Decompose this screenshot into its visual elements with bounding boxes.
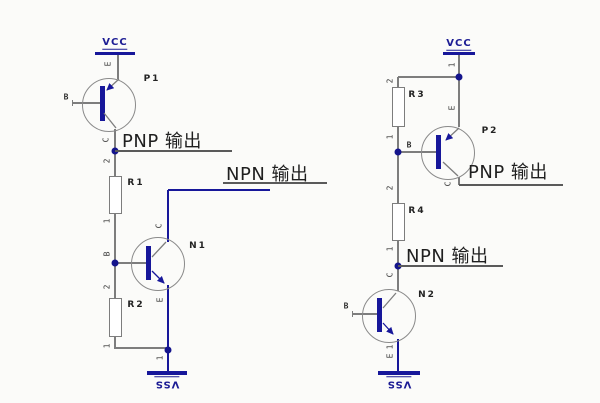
n2-ref-label: N2 xyxy=(418,290,436,300)
npn-output-underline-left xyxy=(223,182,327,184)
n1-transistor-body xyxy=(131,237,185,291)
n1-pin-e-label: E xyxy=(155,297,165,303)
pnp-output-label-right: PNP 输出 xyxy=(468,162,548,183)
n1-pin-c-label: C xyxy=(154,223,164,229)
r3-pin-top-label: 2 xyxy=(385,78,395,84)
vcc-pin-label-right: 1 xyxy=(447,62,457,68)
p2-transistor-body xyxy=(421,126,475,180)
pnp-output-underline-right xyxy=(459,184,563,186)
p2-pin-b-label: B xyxy=(406,140,412,150)
p2-base-bar xyxy=(436,135,441,169)
npn-output-underline-right xyxy=(398,265,503,267)
vss-rail-bar-left xyxy=(147,371,187,375)
vcc-rail-bar-right xyxy=(443,52,475,55)
n2-pin-e-label: E xyxy=(385,353,395,359)
r3-ref-label: R3 xyxy=(408,90,426,100)
wire-vcc-to-p1e-left xyxy=(117,55,119,79)
wire-p2-base xyxy=(398,151,436,153)
wire-p2-collector-stub xyxy=(458,177,460,185)
junction-vcc-right xyxy=(455,73,463,81)
wire-npn-output-left xyxy=(168,189,270,191)
p1-base-bar xyxy=(100,86,105,121)
wire-bottom-left xyxy=(115,347,168,349)
vcc-label-right: VCC xyxy=(446,37,472,51)
p2-ref-label: P2 xyxy=(481,126,499,136)
n2-pin-e-num-label: 1 xyxy=(385,344,395,350)
pnp-output-underline-left xyxy=(115,150,232,152)
p2-pin-e-label: E xyxy=(447,105,457,111)
vss-label-left: VSS xyxy=(154,376,180,390)
n1-base-bar xyxy=(146,246,151,280)
vcc-rail-bar-left xyxy=(95,52,135,55)
n1-pin-b-label: B xyxy=(102,251,112,257)
wire-n1-base xyxy=(115,262,146,264)
p2-pin-c-label: C xyxy=(443,181,453,187)
p1-transistor-body xyxy=(82,78,136,132)
r3-pin-bottom-label: 1 xyxy=(385,134,395,140)
p1-ref-label: P1 xyxy=(143,74,161,84)
r4-pin-top-label: 2 xyxy=(385,185,395,191)
wire-n2-emitter xyxy=(397,339,399,371)
r1-resistor-body xyxy=(108,176,122,214)
vcc-label-left: VCC xyxy=(102,36,128,50)
r3-resistor-body xyxy=(391,87,405,127)
npn-output-label-left: NPN 输出 xyxy=(226,164,309,185)
wire-main-right xyxy=(397,77,399,291)
n2-pin-b-label: B xyxy=(343,301,349,311)
r4-ref-label: R4 xyxy=(408,206,426,216)
r2-ref-label: R2 xyxy=(127,300,145,310)
pnp-output-label-left: PNP 输出 xyxy=(122,131,202,152)
wire-vcc-branch-right xyxy=(398,76,459,78)
wire-n1-collector xyxy=(167,190,169,242)
p1-pin-c-label: C xyxy=(101,137,111,143)
junction-n1-base xyxy=(111,259,119,267)
junction-p2-base xyxy=(394,148,402,156)
r4-pin-bottom-label: 1 xyxy=(385,246,395,252)
n2-pin-c-label: C xyxy=(385,272,395,278)
r2-pin-top-label: 2 xyxy=(102,284,112,290)
r1-ref-label: R1 xyxy=(127,178,145,188)
n2-base-bar xyxy=(377,298,382,332)
wire-gnd-stub-left xyxy=(167,350,169,371)
p1-pin-b-label: B xyxy=(63,92,69,102)
wire-main-left xyxy=(114,129,116,349)
vss-label-right: VSS xyxy=(386,376,412,390)
vss-rail-bar-right xyxy=(378,371,420,375)
p1-pin-e-label: E xyxy=(103,61,113,67)
n2-transistor-body xyxy=(362,289,416,343)
npn-output-label-right: NPN 输出 xyxy=(406,246,489,267)
n1-ref-label: N1 xyxy=(189,241,207,251)
gnd-pin-label-left: 1 xyxy=(155,355,165,361)
wire-n1-emitter xyxy=(167,285,169,351)
wire-vcc-to-p2e-right xyxy=(458,55,460,127)
r4-resistor-body xyxy=(391,203,405,241)
r1-pin-bottom-label: 1 xyxy=(102,218,112,224)
junction-gnd-left xyxy=(164,346,172,354)
r2-resistor-body xyxy=(108,298,122,337)
r2-pin-bottom-label: 1 xyxy=(102,343,112,349)
r1-pin-top-label: 2 xyxy=(102,158,112,164)
